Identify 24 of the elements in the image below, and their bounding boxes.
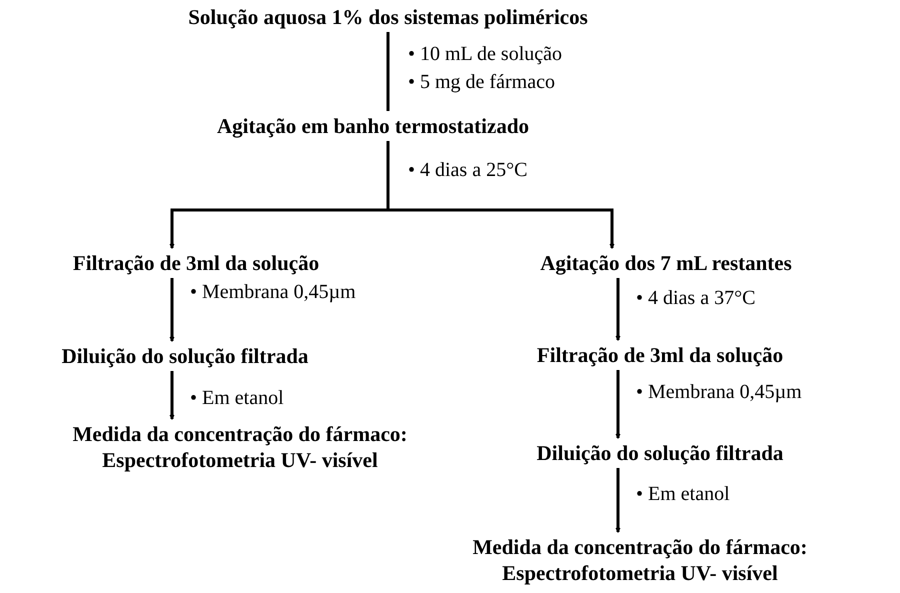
- step-note: • Em etanol: [636, 482, 730, 506]
- step-text: Filtração de 3ml da solução: [16, 250, 376, 276]
- connector-line: [386, 32, 390, 111]
- step-text: Solução aquosa 1% dos sistemas poliméricos: [128, 4, 648, 30]
- step-text: Medida da concentração do fármaco: Espectrofotometria UV- visível: [405, 534, 875, 586]
- step-text: Diluição do solução filtrada: [480, 440, 840, 466]
- step-text: Filtração de 3ml da solução: [480, 342, 840, 368]
- step-note: • Membrana 0,45µm: [636, 380, 802, 404]
- arrow: [170, 278, 174, 342]
- step-note: • 4 dias a 25°C: [408, 158, 528, 182]
- step-note: • 10 mL de solução: [408, 42, 562, 66]
- step-note: • 4 dias a 37°C: [636, 286, 756, 310]
- step-note: • Membrana 0,45µm: [190, 280, 356, 304]
- arrow: [170, 371, 174, 420]
- step-text: Diluição do solução filtrada: [5, 343, 365, 369]
- step-note: • Em etanol: [190, 386, 284, 410]
- step-text: Agitação em banho termostatizado: [163, 113, 583, 139]
- arrow: [616, 278, 620, 340]
- step-note: • 5 mg de fármaco: [408, 70, 555, 94]
- arrow: [386, 141, 614, 248]
- arrow: [616, 370, 620, 438]
- arrow: [616, 468, 620, 532]
- step-text: Medida da concentração do fármaco: Espectrofotometria UV- visível: [5, 421, 475, 473]
- step-text: Agitação dos 7 mL restantes: [486, 250, 846, 276]
